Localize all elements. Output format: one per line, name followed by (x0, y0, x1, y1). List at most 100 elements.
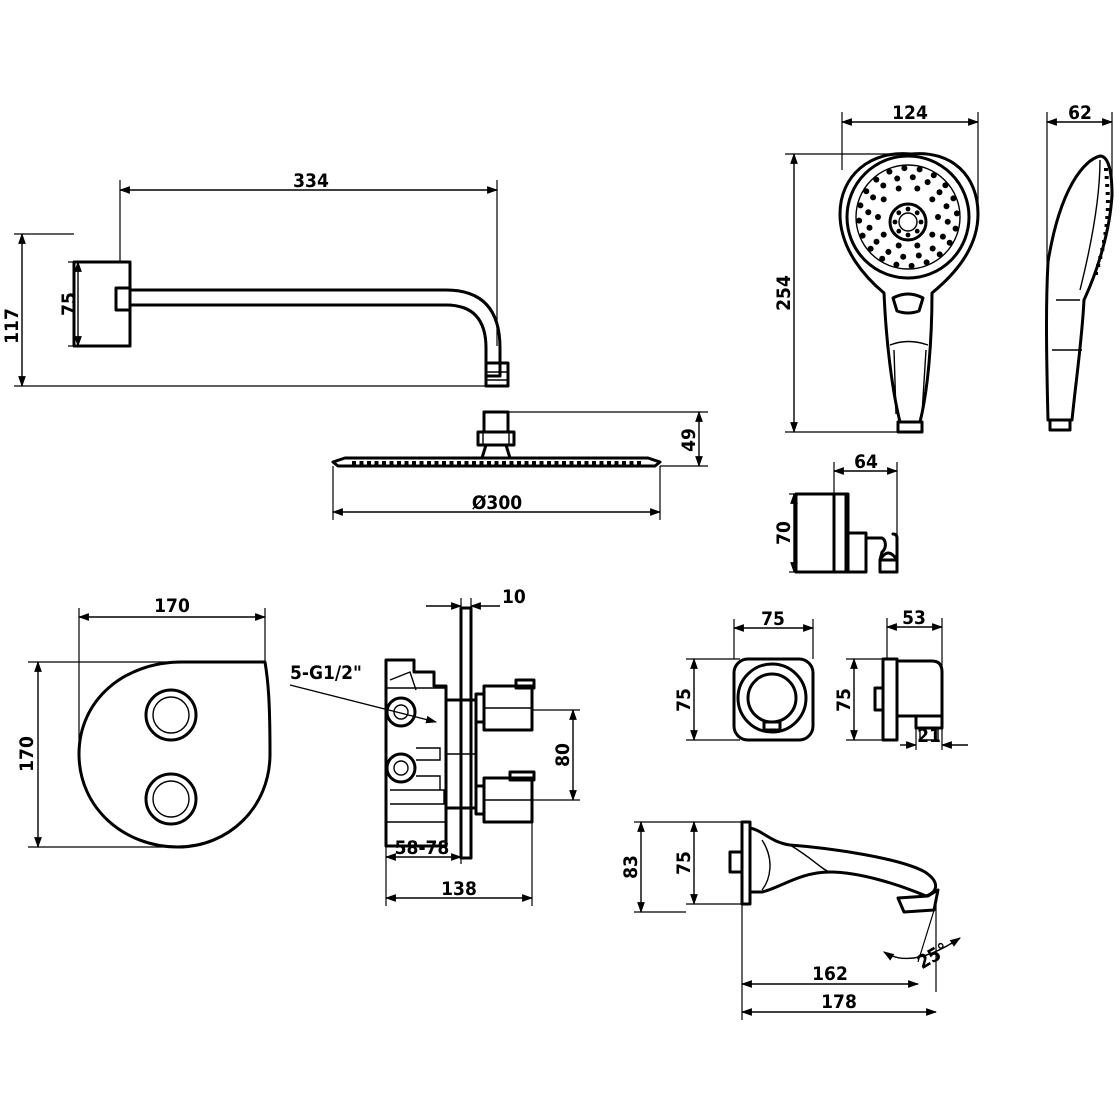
rain-nozzle (464, 461, 469, 465)
dim-arm-length: 334 (293, 170, 329, 192)
hand-center-nozzle (918, 219, 924, 225)
side-nozzle (1105, 208, 1110, 211)
holder-arm (846, 531, 868, 574)
rain-nozzle (404, 461, 409, 465)
hand-shower-button (891, 292, 925, 315)
rain-nozzle (472, 461, 476, 465)
hand-nozzle (916, 166, 923, 173)
bath-spout-view: 25° 75 83 162 178 (620, 820, 961, 1020)
rain-nozzle (374, 461, 379, 465)
hand-nozzle (930, 172, 937, 179)
hand-nozzle (942, 182, 949, 189)
hand-center-nozzle (905, 232, 911, 238)
rain-nozzle (629, 461, 634, 465)
side-nozzle (1105, 216, 1110, 219)
hand-nozzle (857, 202, 864, 209)
dim-plate-height: 170 (16, 736, 38, 772)
rain-nozzle (599, 461, 604, 465)
hand-nozzle (953, 210, 960, 217)
elbow-flange (881, 657, 899, 742)
rain-nozzle (442, 461, 446, 465)
dim-hand-height: 254 (773, 275, 795, 311)
rain-nozzle (359, 461, 364, 465)
rain-nozzle (502, 461, 506, 465)
side-nozzle (1104, 224, 1109, 227)
dim-hand-depth: 62 (1068, 102, 1092, 124)
dim-outlet-height: 75 (673, 688, 695, 712)
hand-shower-thread (896, 420, 924, 434)
dim-holder-height: 70 (773, 521, 795, 545)
outlet-port (762, 720, 782, 732)
hand-nozzle (870, 194, 877, 201)
hand-nozzle (895, 185, 902, 192)
hand-side-nozzles (1094, 168, 1110, 275)
rain-nozzle (584, 461, 589, 465)
rain-nozzle (434, 461, 439, 465)
rain-nozzle (532, 461, 536, 465)
dim-spout-reach: 162 (812, 963, 848, 985)
hand-nozzle (929, 231, 936, 238)
dim-plate-width: 170 (154, 595, 190, 617)
rain-nozzle (524, 461, 529, 465)
lower-knob[interactable] (144, 772, 198, 826)
dim-holder-width: 64 (854, 451, 878, 473)
thread-leader (289, 684, 438, 724)
rain-nozzle (509, 461, 514, 465)
control-plate-view: 170 170 (16, 595, 272, 849)
hand-nozzle (873, 238, 880, 245)
hand-nozzle (875, 214, 881, 220)
dim-valve-depth-range: 58-78 (395, 837, 450, 859)
dim-valve-wall: 10 (502, 586, 526, 608)
rain-nozzle (449, 461, 454, 465)
arm-pipe (128, 288, 502, 378)
dim-spout-total: 178 (821, 991, 857, 1013)
outlet-ring (736, 662, 808, 734)
rain-nozzle (367, 461, 371, 465)
hand-nozzle (939, 233, 946, 240)
valve-body-view: 5-G1/2" 10 80 58-78 138 (289, 586, 580, 906)
hand-shower-face (845, 154, 971, 280)
outlet-plate (732, 657, 815, 742)
hand-side-thread (1048, 418, 1072, 432)
rain-nozzle (637, 461, 641, 465)
dim-elbow-height: 75 (833, 688, 855, 712)
rain-nozzle (494, 461, 499, 465)
hand-nozzle (929, 196, 936, 203)
hand-nozzle (863, 188, 870, 195)
upper-knob[interactable] (144, 688, 198, 742)
dim-rain-head-diameter: Ø300 (472, 492, 522, 514)
wall-holder-view: 64 70 (773, 451, 899, 574)
hand-nozzle (950, 195, 957, 202)
rain-nozzle (397, 461, 401, 465)
rain-nozzle (614, 461, 619, 465)
rain-nozzle (479, 461, 484, 465)
hand-side-body (1045, 154, 1114, 422)
rain-nozzle (419, 461, 424, 465)
rain-nozzle (577, 461, 581, 465)
dim-valve-spacing: 80 (552, 743, 574, 767)
hand-nozzle (900, 253, 907, 260)
side-nozzle (1105, 192, 1110, 195)
hand-nozzle (923, 259, 930, 266)
hand-shower-center-ring (888, 202, 928, 242)
hand-nozzle (879, 255, 886, 262)
rain-nozzle (457, 461, 461, 465)
rain-nozzle (569, 461, 574, 465)
hand-nozzle (908, 262, 915, 269)
rain-head-nut (476, 430, 516, 447)
hand-nozzle (943, 203, 950, 210)
wall-elbow-side-view: 53 75 21 (833, 607, 968, 750)
hand-nozzle (946, 239, 953, 246)
valve-housing (384, 658, 448, 848)
inlet-port-lower (385, 752, 417, 784)
dim-valve-thread: 5-G1/2" (290, 662, 362, 684)
rain-nozzle (352, 461, 356, 465)
hand-nozzle (894, 175, 901, 182)
spout-body (748, 826, 938, 898)
holder-base (794, 492, 848, 574)
rain-nozzle (562, 461, 566, 465)
side-nozzle (1094, 272, 1098, 275)
hand-center-nozzle (896, 228, 902, 234)
dim-valve-total-depth: 138 (441, 878, 477, 900)
